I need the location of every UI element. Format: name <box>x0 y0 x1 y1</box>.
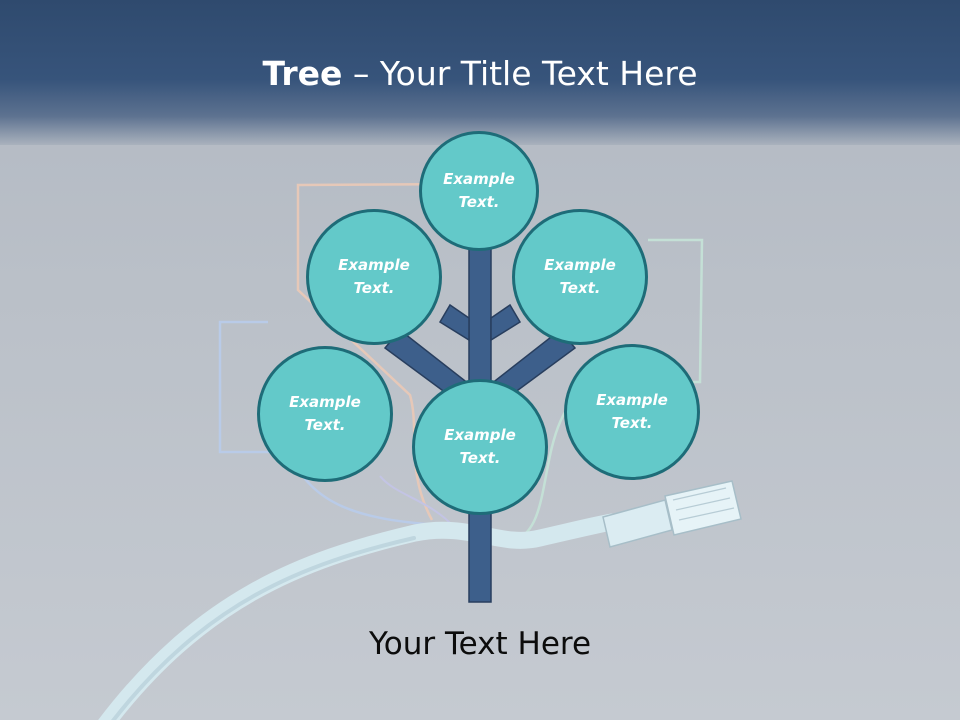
tree-node-upper-right: Example Text. <box>512 209 648 345</box>
title-bar <box>0 0 960 145</box>
tree-node-upper-left: Example Text. <box>306 209 442 345</box>
tree-node-lower-left: Example Text. <box>257 346 393 482</box>
tree-node-center: Example Text. <box>412 379 548 515</box>
slide-title: Tree – Your Title Text Here <box>0 52 960 96</box>
tree-node-upper-left-label: Example Text. <box>338 256 410 297</box>
title-bold: Tree <box>262 54 343 93</box>
network-cable-shade <box>111 536 416 720</box>
wire-lavender <box>379 475 456 529</box>
tree-node-upper-right-label: Example Text. <box>544 256 616 297</box>
title-rest: Your Title Text Here <box>379 54 698 93</box>
tree-node-top-label: Example Text. <box>443 170 515 211</box>
caption-text: Your Text Here <box>368 626 592 662</box>
tree-node-lower-right-label: Example Text. <box>596 391 668 432</box>
tree-node-lower-left-label: Example Text. <box>289 393 361 434</box>
title-dash: – <box>342 54 380 93</box>
rj45-connector <box>602 480 742 548</box>
tree-node-top: Example Text. <box>419 131 539 251</box>
tree-node-center-label: Example Text. <box>444 426 516 467</box>
network-cable <box>98 513 621 720</box>
tree-node-lower-right: Example Text. <box>564 344 700 480</box>
